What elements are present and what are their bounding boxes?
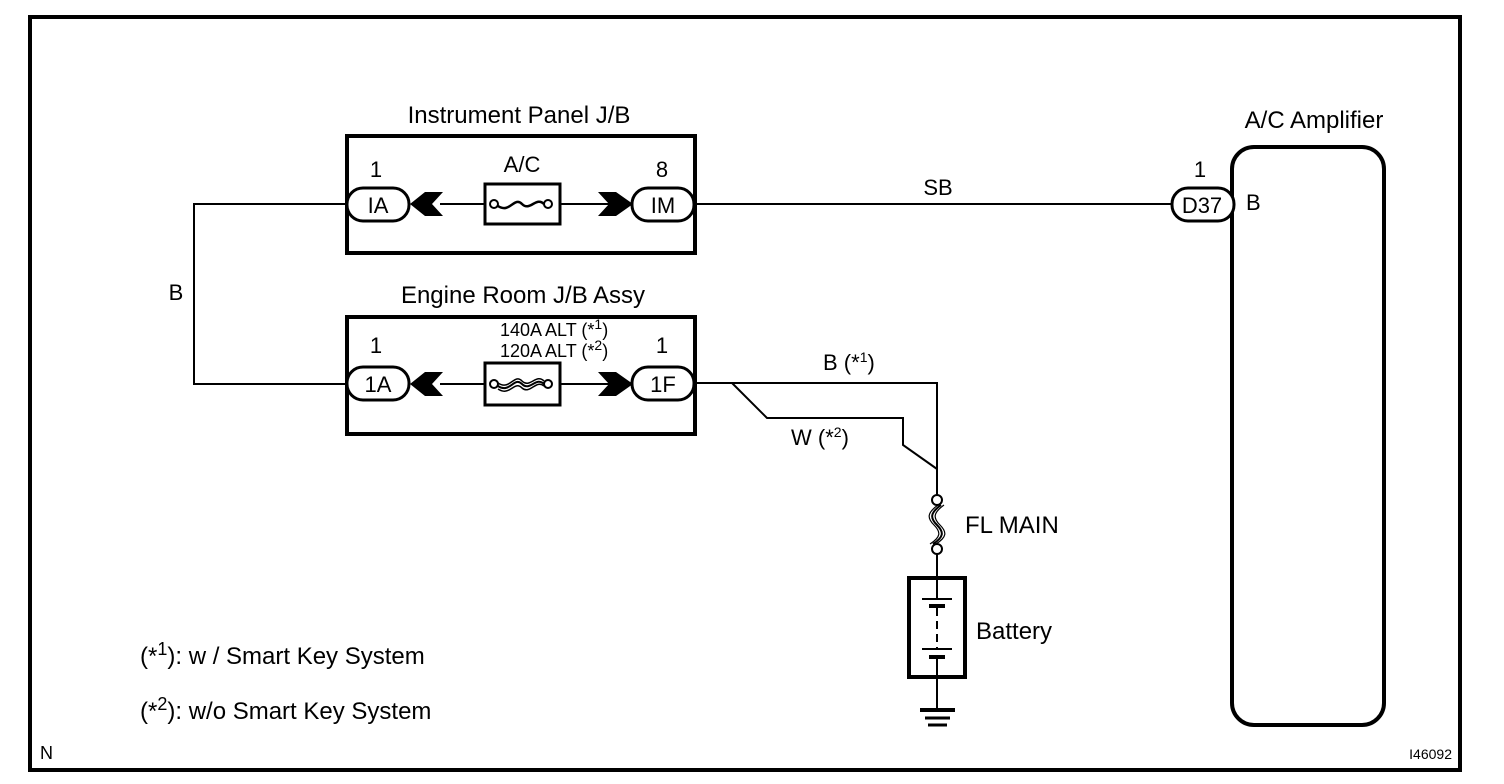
d37-connector [1170,186,1236,223]
instrument-panel-jb-box [345,134,697,255]
im-connector [630,186,696,223]
fl-main-fusible-link-icon [928,494,946,555]
corner-mark: N [40,743,53,763]
d37-pin-number: 1 [1194,157,1206,182]
d37-connector-label: D37 [1182,193,1222,218]
1a-female-terminal-icon [410,372,443,396]
wire-b-variant-1 [695,382,938,469]
ac-amplifier-box [1230,145,1386,727]
ac-fuse-label: A/C [504,152,541,177]
im-male-terminal-icon [598,192,633,216]
wire-b-jb-link [193,203,347,385]
ia-connector-label: IA [368,193,389,218]
1f-connector [630,365,696,402]
legend-item-2: (*2): w/o Smart Key System [140,694,431,725]
wire-b-variant-1-label: B (*1) [823,349,875,375]
ac-fuse-icon [489,199,553,210]
1f-pin-number: 1 [656,333,668,358]
ground-icon [920,708,955,727]
im-connector-label: IM [651,193,675,218]
ac-amplifier-title: A/C Amplifier [1245,107,1384,134]
im-pin-number: 8 [656,157,668,182]
battery-label: Battery [976,618,1052,645]
diagram-frame [28,15,1462,772]
fl-main-label: FL MAIN [965,512,1059,539]
instrument-panel-jb-title: Instrument Panel J/B [408,102,631,129]
alt-fusible-link-icon [489,378,553,392]
legend-item-1: (*1): w / Smart Key System [140,639,425,670]
1f-connector-label: 1F [650,372,676,397]
alt-fuse-label-1: 140A ALT (*1) [500,316,608,340]
engine-room-jb: Engine Room J/B Assy 140A ALT (*1) 120A … [345,282,697,436]
battery-icon [907,576,967,679]
engine-room-jb-box [345,315,697,436]
engine-room-jb-title: Engine Room J/B Assy [401,282,645,309]
1a-connector-label: 1A [365,372,392,397]
ac-amplifier: A/C Amplifier 1 D37 B [1170,107,1386,727]
1a-pin-number: 1 [370,333,382,358]
ia-pin-number: 1 [370,157,382,182]
wire-sb-label: SB [923,175,952,200]
wire-b-label: B [169,280,184,305]
1f-male-terminal-icon [598,372,633,396]
wire-w-variant-2 [731,382,938,470]
figure-id: I46092 [1409,746,1452,762]
ia-female-terminal-icon [410,192,443,216]
ac-amplifier-terminal-b: B [1246,190,1261,215]
alt-fuse-label-2: 120A ALT (*2) [500,337,608,361]
instrument-panel-jb: Instrument Panel J/B A/C 1 IA 8 IM [345,102,697,255]
wire-w-variant-2-label: W (*2) [791,424,849,450]
